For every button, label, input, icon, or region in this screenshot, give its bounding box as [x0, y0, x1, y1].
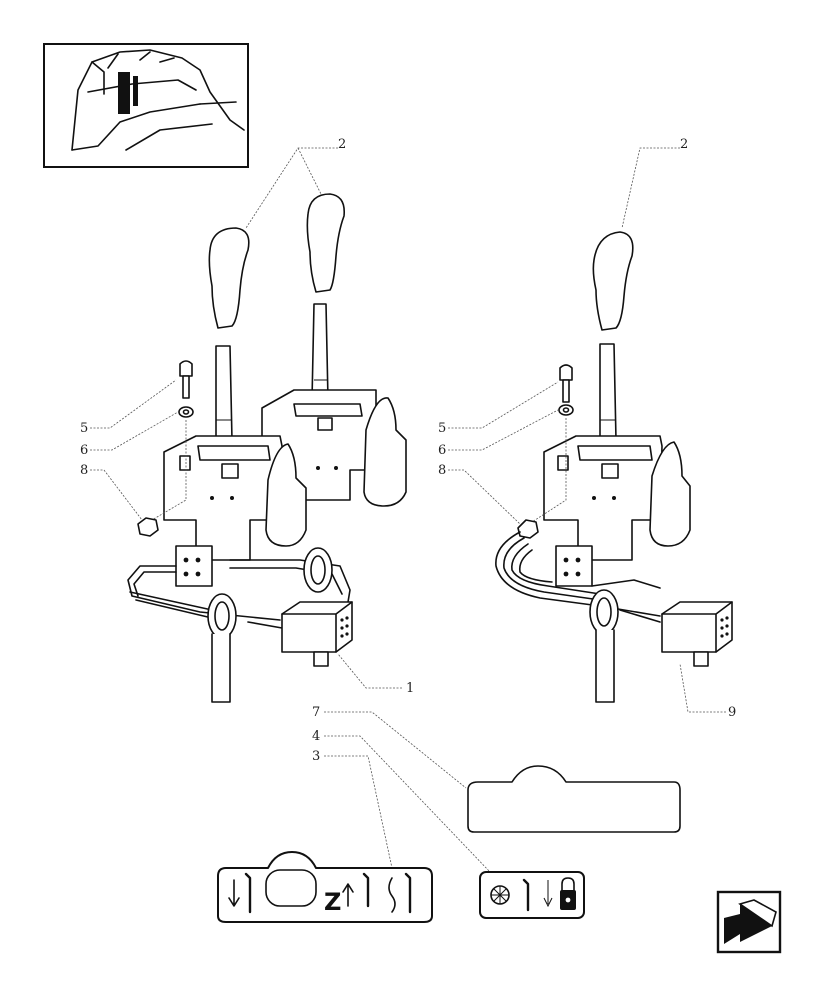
- callout-label: 4: [312, 729, 320, 744]
- tractor-cab-overview-icon: [71, 49, 245, 151]
- callout-label: 9: [728, 705, 736, 720]
- callout-label: 3: [312, 749, 320, 764]
- decal-lever-functions: Z: [217, 851, 433, 923]
- padlock-icon: [560, 877, 576, 910]
- float-icon: [388, 877, 396, 913]
- raise-arrow-icon: [342, 883, 354, 907]
- lower-arrow-icon: [228, 879, 240, 907]
- lever-icon: [522, 878, 530, 912]
- callout-label: 6: [80, 443, 88, 458]
- callout-label: 2: [680, 137, 688, 152]
- single-lever-assembly: [495, 231, 733, 703]
- overview-thumbnail: [43, 43, 249, 168]
- callout-label: 1: [406, 681, 414, 696]
- decal-letter: Z: [324, 888, 341, 916]
- leader-lines: [90, 147, 726, 873]
- snowflake-icon: [490, 885, 510, 905]
- callout-label: 8: [80, 463, 88, 478]
- callout-label: 5: [80, 421, 88, 436]
- lever-knob: [306, 193, 346, 293]
- callout-label: 8: [438, 463, 446, 478]
- next-page-arrow-icon[interactable]: [716, 890, 782, 954]
- lever-knob: [592, 231, 634, 331]
- callout-label: 7: [312, 705, 320, 720]
- decal-blank: [467, 765, 681, 833]
- callout-label: 6: [438, 443, 446, 458]
- lever-knob: [208, 227, 250, 329]
- decal-lock-functions: [479, 871, 585, 919]
- callout-numbers: 1 2 2 3 4 5 5 6 6 7 8 8 9: [80, 137, 736, 764]
- callout-label: 5: [438, 421, 446, 436]
- double-lever-assembly: [127, 193, 407, 703]
- callout-label: 2: [338, 137, 346, 152]
- lever-icon: [244, 872, 252, 914]
